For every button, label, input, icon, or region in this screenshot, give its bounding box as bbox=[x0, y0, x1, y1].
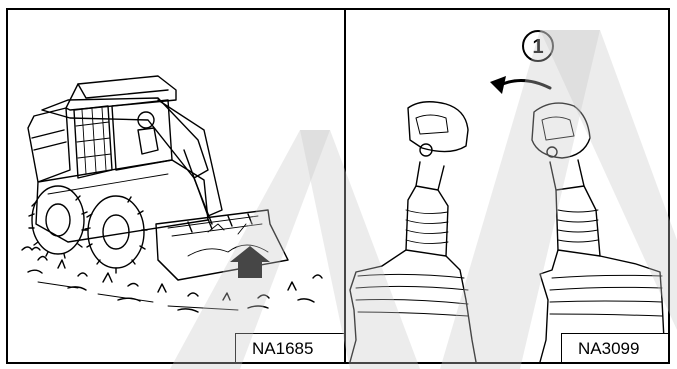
figure-code-label: NA3099 bbox=[561, 333, 668, 362]
up-arrow-icon bbox=[230, 246, 270, 278]
figure-code-label: NA1685 bbox=[235, 333, 344, 362]
joystick-illustration-panel: 1 NA3099 bbox=[346, 10, 668, 362]
joystick-controls-illustration: 1 bbox=[346, 10, 668, 362]
skid-steer-loader-illustration bbox=[8, 10, 344, 362]
curved-arrow-icon bbox=[490, 76, 506, 94]
callout-number: 1 bbox=[532, 36, 543, 58]
loader-illustration-panel: NA1685 bbox=[8, 10, 344, 362]
